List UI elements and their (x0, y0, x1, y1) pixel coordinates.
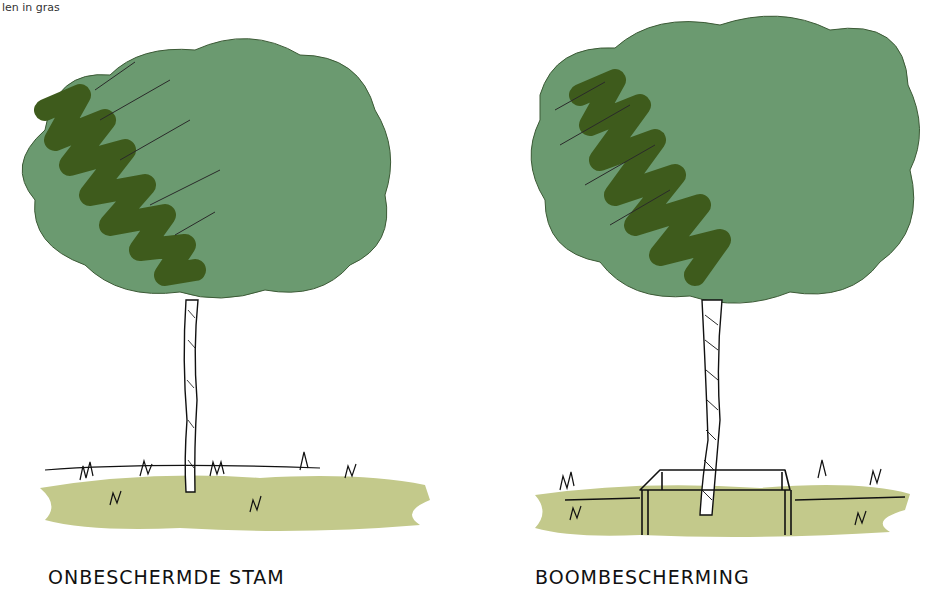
figure-caption: BOOMBESCHERMING (535, 566, 750, 588)
figure-caption: ONBESCHERMDE STAM (48, 566, 285, 588)
cropped-note: len in gras (2, 1, 60, 14)
